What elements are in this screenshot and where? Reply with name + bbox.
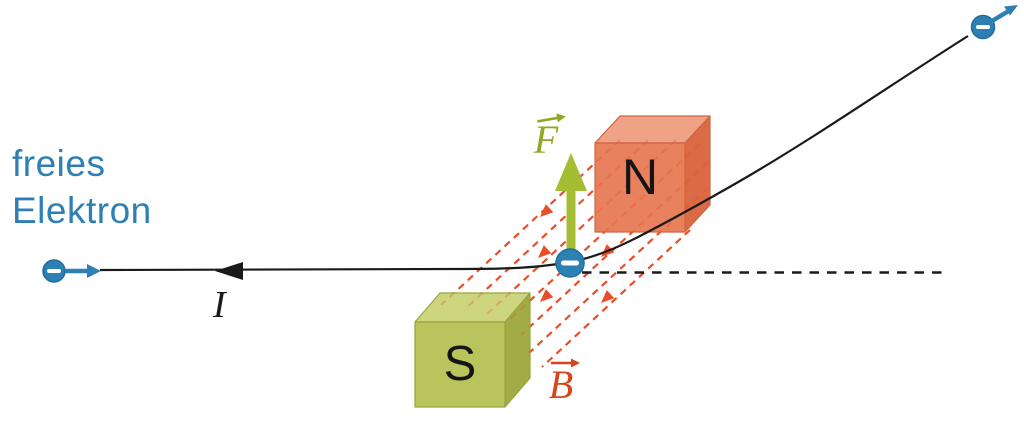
north-magnet-cube	[594, 115, 711, 233]
force-vector-label: F	[526, 112, 566, 160]
vector-arrow-icon	[537, 113, 566, 123]
field-letter: B	[548, 362, 574, 407]
north-pole-label: N	[621, 149, 659, 205]
deflected-electron-icon	[555, 248, 585, 278]
force-letter: F	[533, 117, 559, 162]
field-vector-label: B	[542, 356, 580, 405]
caption-line-2: Elektron	[12, 190, 152, 231]
vector-arrow-icon	[551, 358, 580, 368]
free-electron-caption: freies Elektron	[12, 140, 152, 234]
electron-trajectory	[99, 35, 969, 272]
caption-line-1: freies	[12, 143, 106, 184]
south-pole-label: S	[443, 337, 477, 391]
exiting-electron-icon	[970, 5, 1018, 40]
free-electron-icon	[42, 259, 101, 283]
current-direction-arrowhead	[215, 262, 243, 280]
south-magnet-cube	[414, 292, 531, 408]
force-arrow	[555, 153, 587, 256]
current-label: I	[213, 284, 226, 326]
